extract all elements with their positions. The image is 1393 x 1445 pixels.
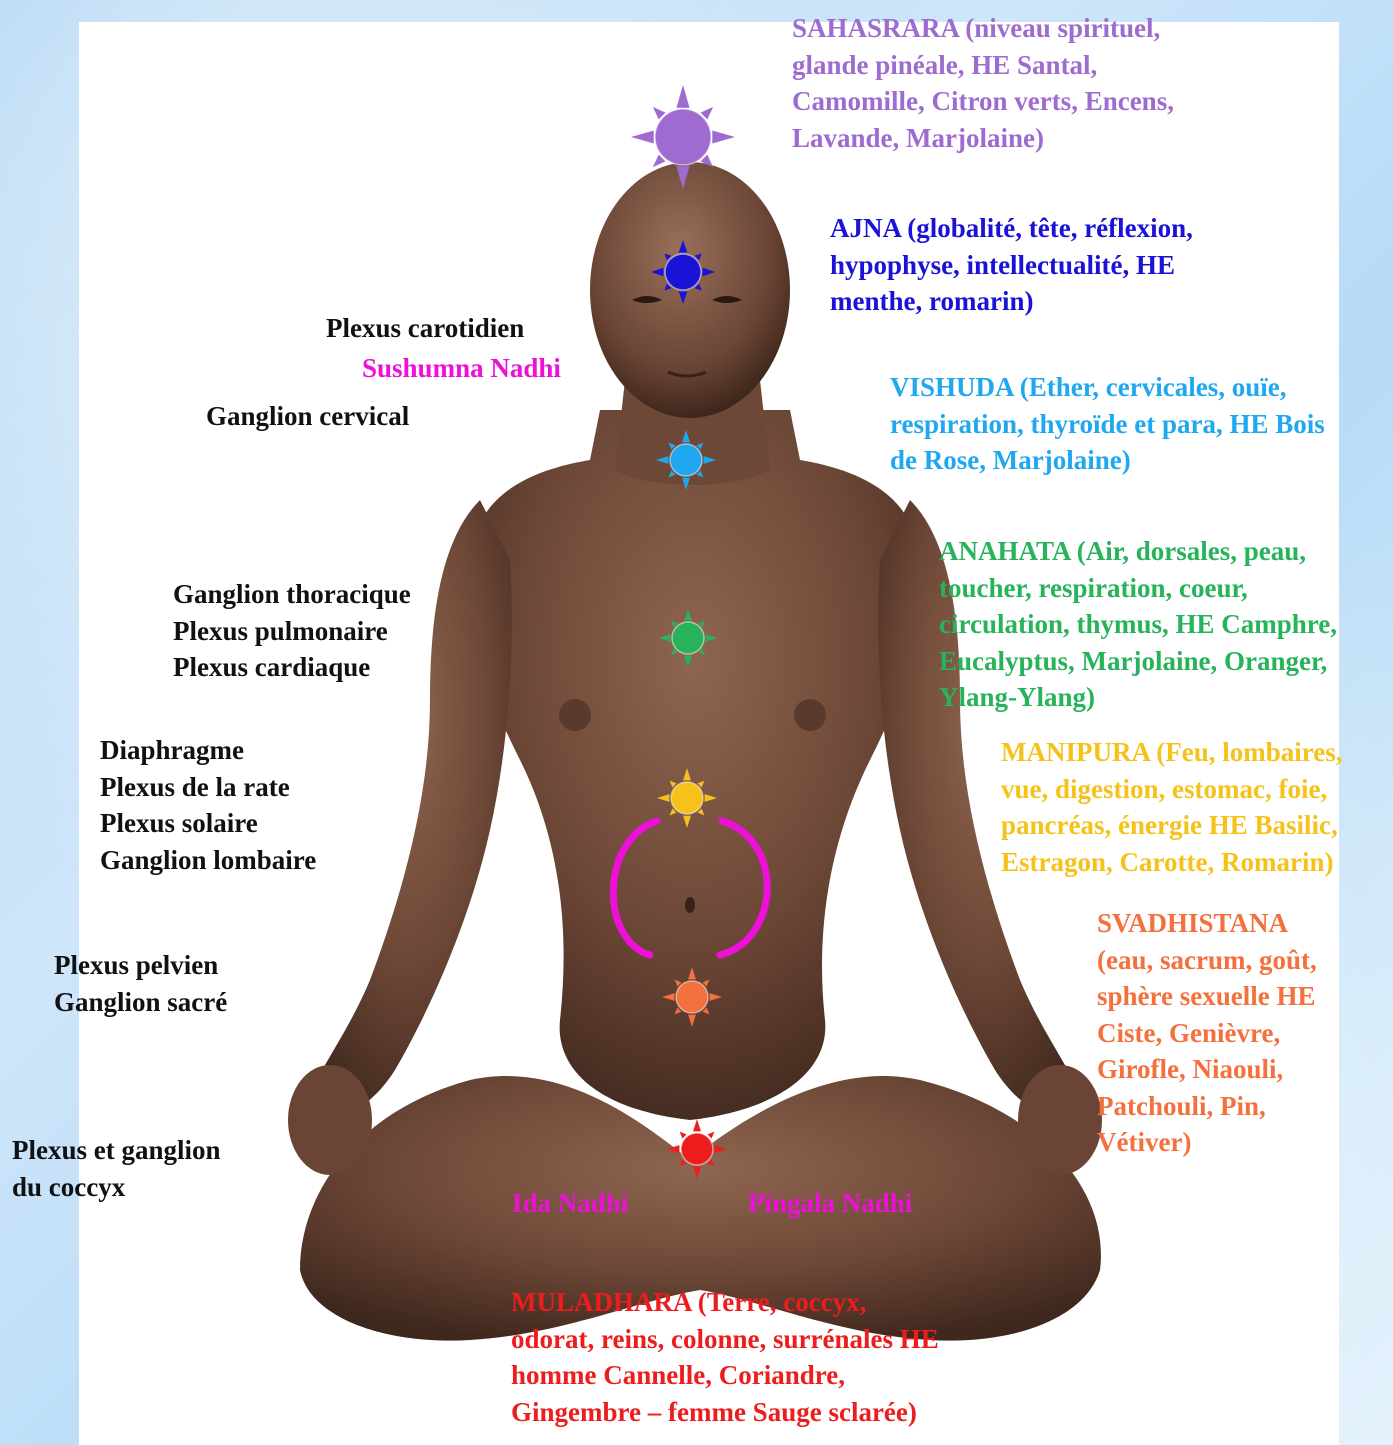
anahata-line: toucher, respiration, coeur,: [939, 570, 1337, 607]
svadhistana-line: Patchouli, Pin,: [1097, 1088, 1317, 1125]
coccyx-line: du coccyx: [12, 1169, 221, 1206]
sahasrara-ray: [712, 130, 735, 143]
ajna-line: hypophyse, intellectualité, HE: [830, 247, 1193, 284]
anahata-line: Eucalyptus, Marjolaine, Oranger,: [939, 643, 1337, 680]
ajna-description: AJNA (globalité, tête, réflexion, hypoph…: [830, 210, 1193, 320]
coccyx-plexus-labels: Plexus et ganglion du coccyx: [12, 1132, 221, 1205]
muladhara-line: Gingembre – femme Sauge sclarée): [511, 1394, 939, 1431]
sahasrara-ray: [676, 85, 689, 108]
vishuda-line: VISHUDA (Ether, cervicales, ouïe,: [890, 369, 1325, 406]
right-breast-mark: [794, 699, 826, 731]
pelvic-plexus-labels: Plexus pelvien Ganglion sacré: [54, 947, 227, 1020]
muladhara-ray: [693, 1119, 701, 1131]
anahata-description: ANAHATA (Air, dorsales, peau, toucher, r…: [939, 533, 1337, 716]
vishuda-line: respiration, thyroïde et para, HE Bois: [890, 406, 1325, 443]
plexus-carotidien-label: Plexus carotidien: [326, 310, 524, 347]
manipura-line: pancréas, énergie HE Basilic,: [1001, 807, 1342, 844]
sahasrara-line: Lavande, Marjolaine): [792, 120, 1174, 157]
thoracic-line: Ganglion thoracique: [173, 576, 411, 613]
abdominal-line: Diaphragme: [100, 732, 316, 769]
svadhistana-description: SVADHISTANA (eau, sacrum, goût, sphère s…: [1097, 905, 1317, 1161]
pelvic-line: Ganglion sacré: [54, 984, 227, 1021]
anahata-line: circulation, thymus, HE Camphre,: [939, 606, 1337, 643]
ajna-line: menthe, romarin): [830, 283, 1193, 320]
muladhara-description: MULADHARA (Terre, coccyx, odorat, reins,…: [511, 1284, 939, 1430]
svadhistana-line: Girofle, Niaouli,: [1097, 1051, 1317, 1088]
abdominal-plexus-labels: Diaphragme Plexus de la rate Plexus sola…: [100, 732, 316, 878]
anahata-line: Ylang-Ylang): [939, 679, 1337, 716]
sahasrara-core: [655, 109, 711, 165]
ida-nadhi-label: Ida Nadhi: [512, 1185, 628, 1222]
muladhara-core: [681, 1133, 713, 1165]
abdominal-line: Ganglion lombaire: [100, 842, 316, 879]
muladhara-line: odorat, reins, colonne, surrénales HE: [511, 1321, 939, 1358]
svadhistana-line: SVADHISTANA: [1097, 905, 1317, 942]
svadhistana-line: sphère sexuelle HE: [1097, 978, 1317, 1015]
anahata-line: ANAHATA (Air, dorsales, peau,: [939, 533, 1337, 570]
muladhara-line: MULADHARA (Terre, coccyx,: [511, 1284, 939, 1321]
manipura-core: [671, 782, 703, 814]
muladhara-line: homme Cannelle, Coriandre,: [511, 1357, 939, 1394]
pingala-nadhi-label: Pingala Nadhi: [748, 1185, 912, 1222]
sahasrara-line: Camomille, Citron verts, Encens,: [792, 83, 1174, 120]
sahasrara-ray: [631, 130, 654, 143]
svadhistana-line: (eau, sacrum, goût,: [1097, 942, 1317, 979]
ajna-core: [665, 254, 701, 290]
abdominal-line: Plexus de la rate: [100, 769, 316, 806]
sahasrara-line: SAHASRARA (niveau spirituel,: [792, 10, 1174, 47]
manipura-line: Estragon, Carotte, Romarin): [1001, 844, 1342, 881]
torso-shape: [469, 410, 920, 1120]
anahata-core: [672, 622, 704, 654]
right-hand-shape: [1018, 1065, 1102, 1175]
pelvic-line: Plexus pelvien: [54, 947, 227, 984]
manipura-line: MANIPURA (Feu, lombaires,: [1001, 734, 1342, 771]
vishuda-line: de Rose, Marjolaine): [890, 442, 1325, 479]
ajna-line: AJNA (globalité, tête, réflexion,: [830, 210, 1193, 247]
navel-mark: [685, 897, 695, 913]
left-hand-shape: [288, 1065, 372, 1175]
manipura-line: vue, digestion, estomac, foie,: [1001, 771, 1342, 808]
vishuda-description: VISHUDA (Ether, cervicales, ouïe, respir…: [890, 369, 1325, 479]
svadhistana-core: [676, 981, 708, 1013]
thoracic-line: Plexus pulmonaire: [173, 613, 411, 650]
sushumna-nadhi-label: Sushumna Nadhi: [362, 350, 561, 387]
svadhistana-line: Ciste, Genièvre,: [1097, 1015, 1317, 1052]
ganglion-cervical-label: Ganglion cervical: [206, 398, 409, 435]
manipura-description: MANIPURA (Feu, lombaires, vue, digestion…: [1001, 734, 1342, 880]
svadhistana-line: Vétiver): [1097, 1124, 1317, 1161]
coccyx-line: Plexus et ganglion: [12, 1132, 221, 1169]
sahasrara-line: glande pinéale, HE Santal,: [792, 47, 1174, 84]
sahasrara-description: SAHASRARA (niveau spirituel, glande piné…: [792, 10, 1174, 156]
left-breast-mark: [559, 699, 591, 731]
thoracic-plexus-labels: Ganglion thoracique Plexus pulmonaire Pl…: [173, 576, 411, 686]
head-shape: [590, 162, 790, 418]
thoracic-line: Plexus cardiaque: [173, 649, 411, 686]
vishuda-core: [670, 444, 702, 476]
abdominal-line: Plexus solaire: [100, 805, 316, 842]
